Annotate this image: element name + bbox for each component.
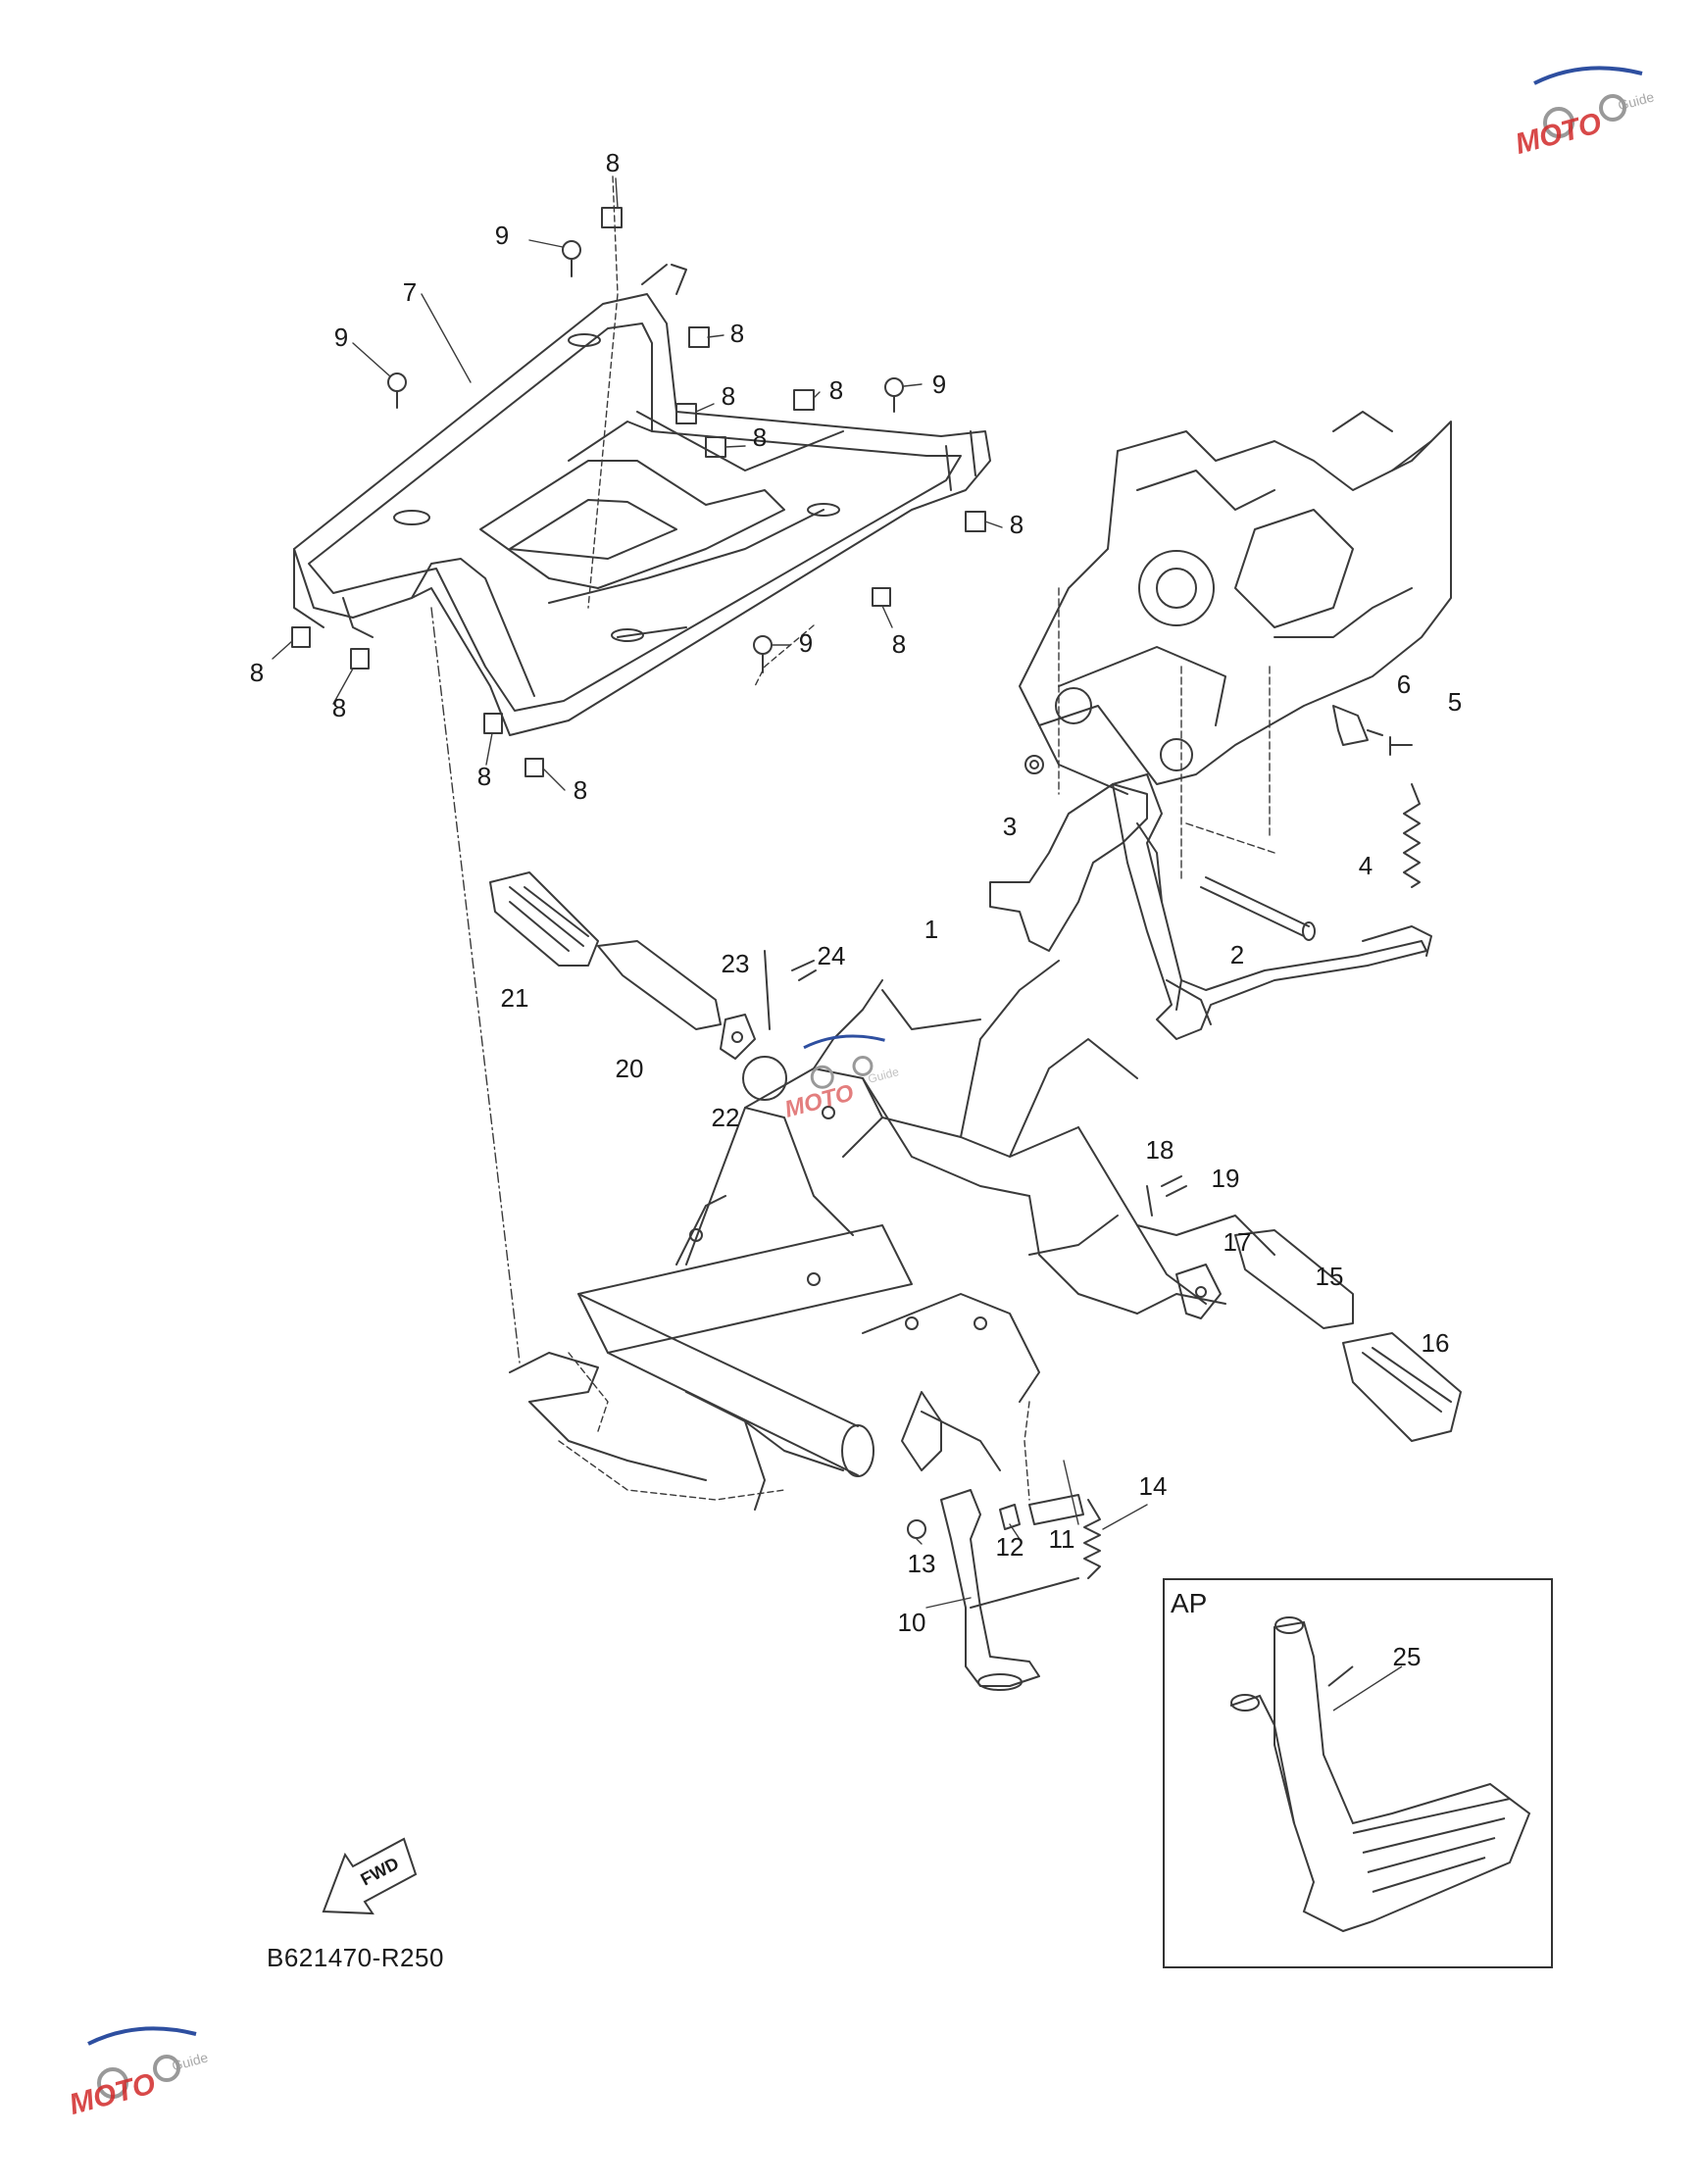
callout-9-b: 9 [333,323,349,352]
callout-6: 6 [1396,670,1412,699]
callout-3: 3 [1002,812,1018,841]
callout-5: 5 [1447,687,1463,717]
watermark-logo-icon [803,1034,885,1089]
watermark-logo-icon [1533,66,1643,138]
callout-7: 7 [402,277,418,307]
frame-hidden-lines [558,1352,785,1501]
callout-13: 13 [907,1549,936,1578]
callout-24: 24 [817,941,846,970]
callout-8-c: 8 [721,381,736,411]
callout-8-k: 8 [573,775,588,805]
callout-10: 10 [897,1608,926,1637]
fwd-label: FWD [357,1854,402,1890]
callout-14: 14 [1138,1471,1168,1501]
callout-17: 17 [1223,1227,1252,1257]
callout-8-h: 8 [249,658,265,687]
watermark-logo-icon [87,2026,197,2099]
side-stand [907,1489,1101,1691]
callout-21: 21 [500,983,529,1013]
callout-12: 12 [995,1532,1024,1562]
callout-23: 23 [721,949,750,978]
footpeg-right [1146,1175,1462,1442]
footpeg-left [489,871,817,1060]
leader-lines [272,175,1003,1364]
engine-crankcase [1019,411,1452,795]
callout-9-a: 9 [494,221,510,250]
callout-8-j: 8 [476,762,492,791]
clip-fasteners [291,207,986,777]
callout-4: 4 [1358,851,1373,880]
callout-16: 16 [1421,1328,1450,1358]
callout-9-d: 9 [798,628,814,658]
callout-8-e: 8 [828,375,844,405]
bolt-part-5 [1389,736,1413,756]
callout-15: 15 [1315,1262,1344,1291]
callout-9-c: 9 [931,370,947,399]
callout-20: 20 [615,1054,644,1083]
spring-part-4 [1403,783,1421,888]
callout-2: 2 [1229,940,1245,969]
callout-22: 22 [711,1103,740,1132]
shaft-part-2 [1200,876,1316,941]
callout-8-g: 8 [891,629,907,659]
main-stand-part-1 [989,773,1432,1040]
inset-main-stand-part-25 [1229,1616,1531,1933]
bolt-fasteners [387,240,904,673]
inset-box [1163,1578,1553,1968]
callout-19: 19 [1211,1164,1240,1193]
side-stand-leaders [916,1401,1148,1609]
diagram-code: B621470-R250 [267,1943,444,1972]
fwd-arrow-icon [322,1837,418,1915]
frame-assembly [509,960,1275,1511]
callout-8-a: 8 [605,148,621,177]
callout-8-b: 8 [729,319,745,348]
footboard-part-7 [293,264,991,736]
bracket-part-6 [1332,705,1383,746]
callout-11: 11 [1048,1524,1075,1554]
callout-8-f: 8 [1009,510,1024,539]
inset-label: AP [1171,1588,1208,1618]
callout-18: 18 [1145,1135,1174,1165]
clip-part-3 [1024,755,1044,774]
callout-8-i: 8 [331,693,347,722]
engine-dash-lines [1058,587,1275,883]
callout-8-d: 8 [752,422,768,452]
callout-1: 1 [924,915,939,944]
callout-25: 25 [1392,1642,1422,1671]
